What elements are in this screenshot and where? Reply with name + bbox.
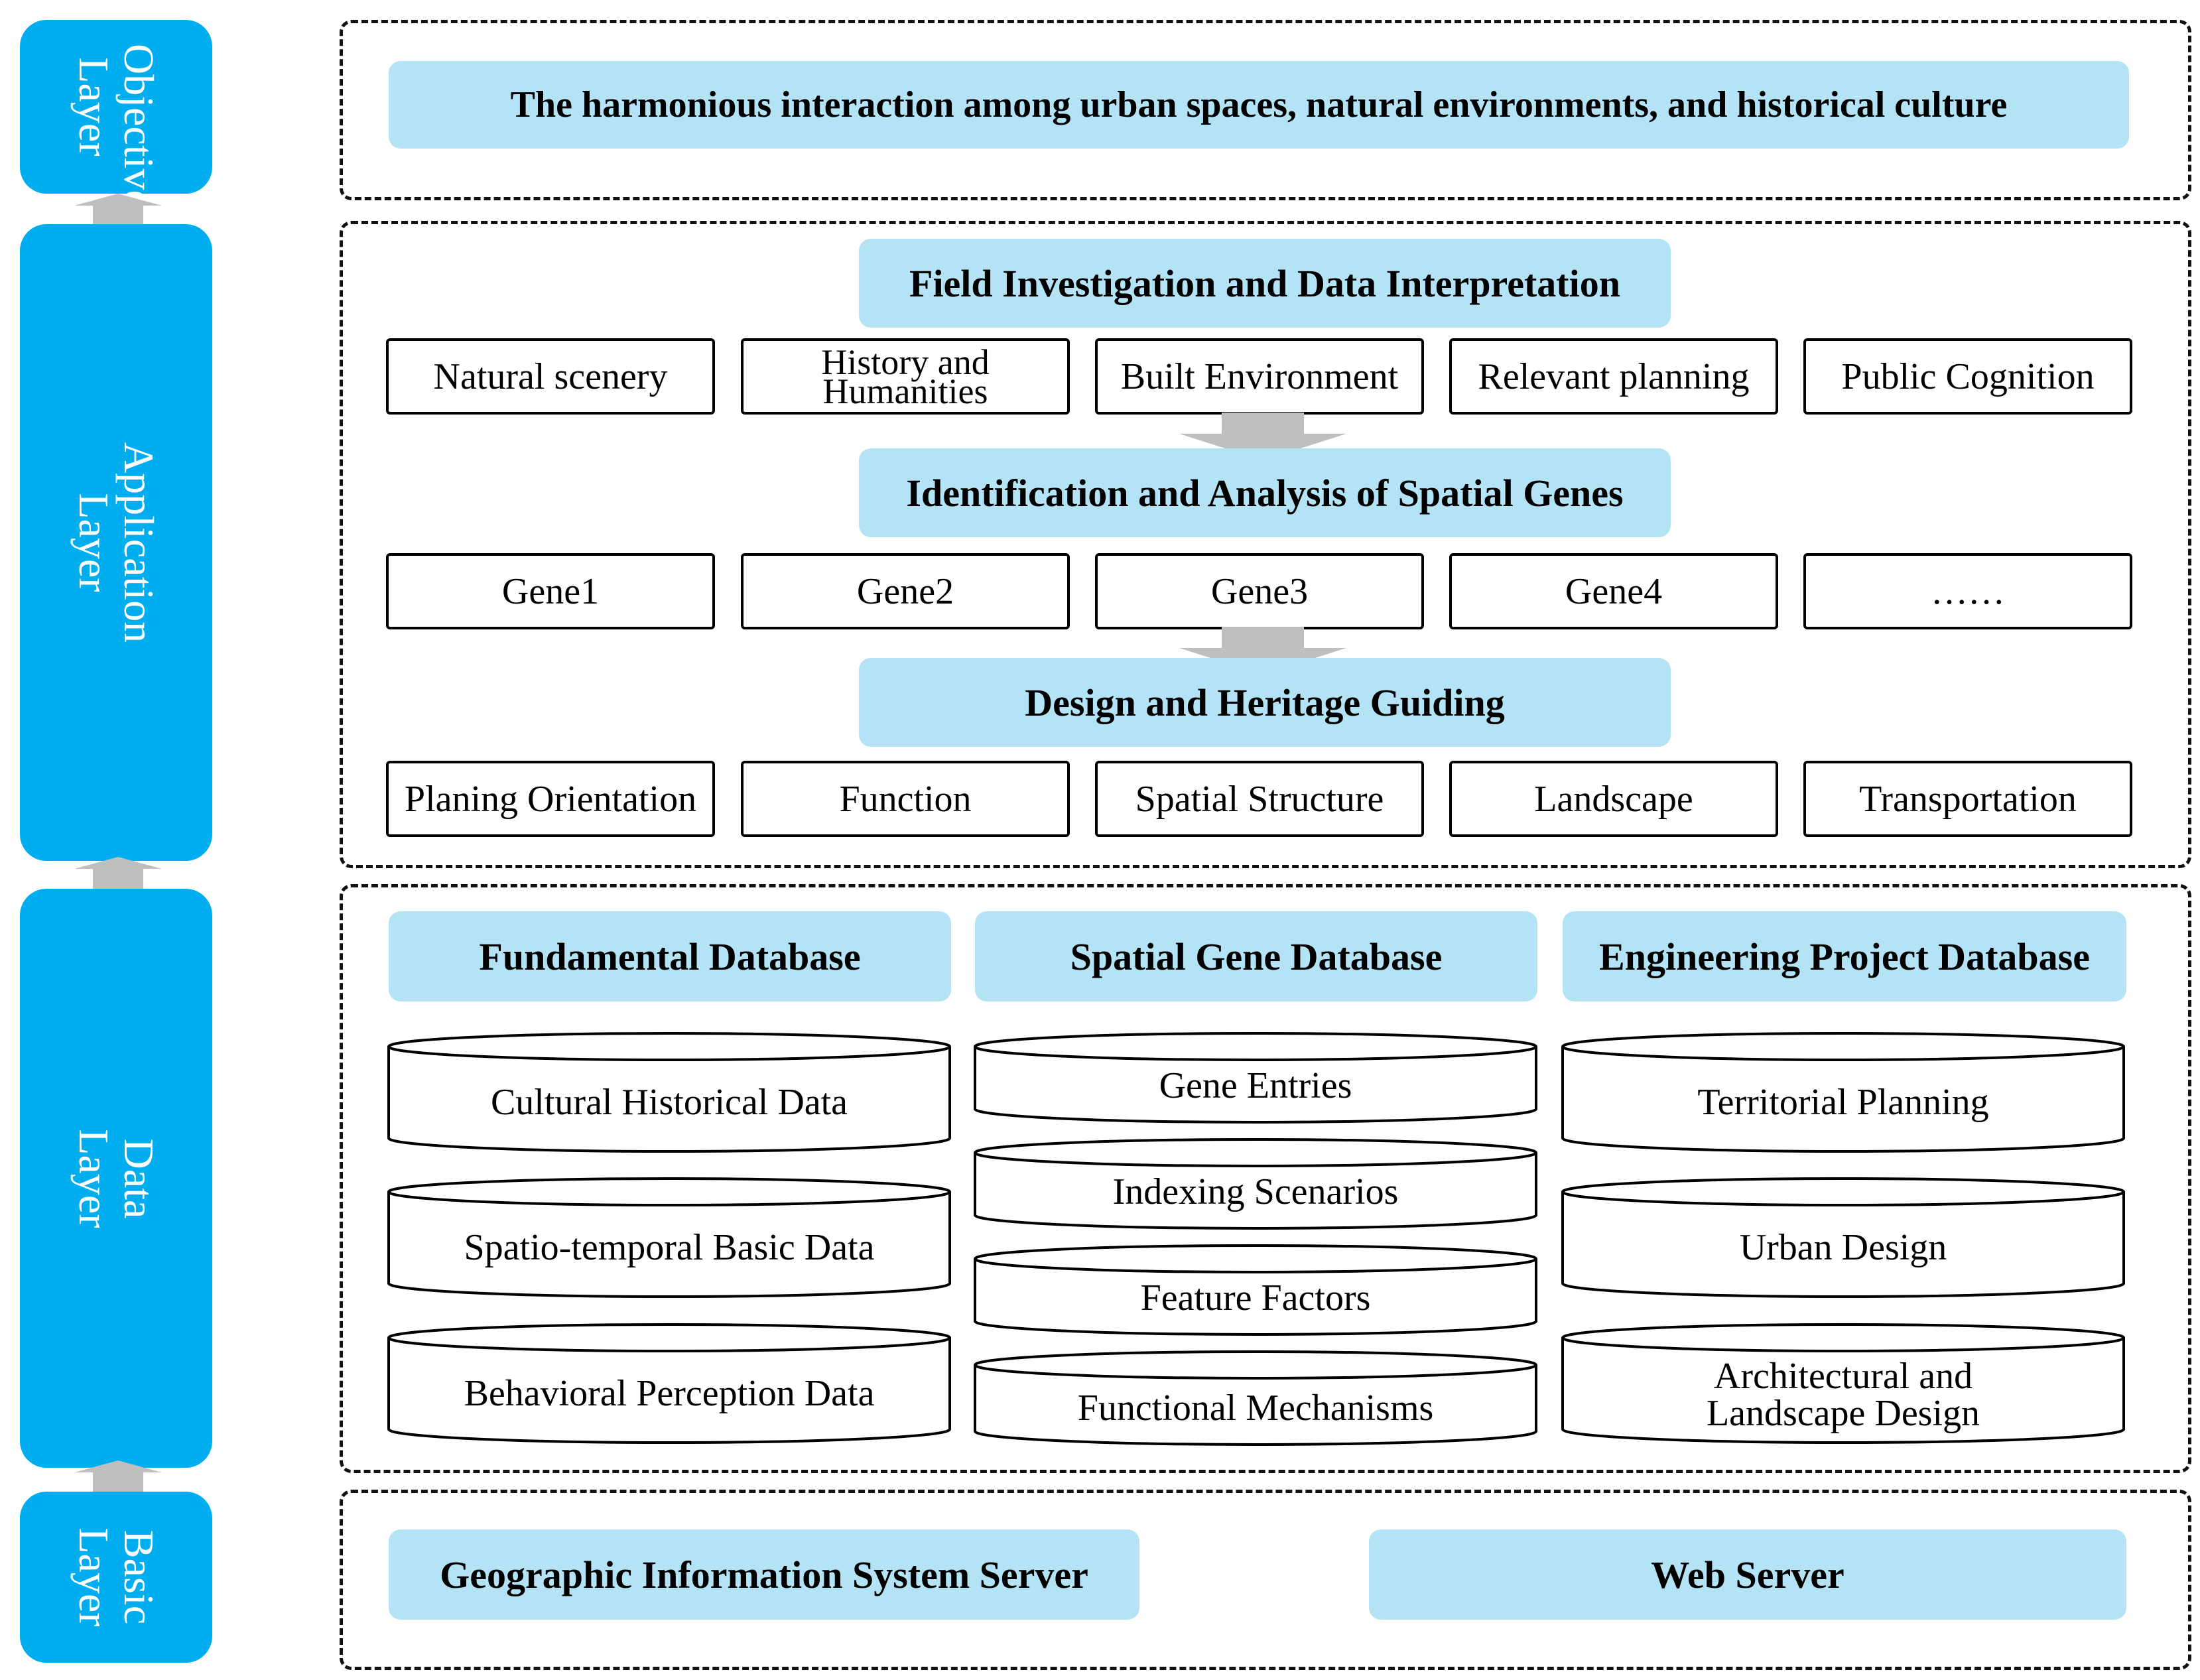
cylinder-label: Architectural and Landscape Design [1561, 1346, 2125, 1444]
item-gene2: Gene2 [741, 553, 1070, 629]
cylinder-label: Spatio-temporal Basic Data [464, 1227, 875, 1268]
basic-panel [340, 1490, 2191, 1670]
item-history-humanities-text: History and Humanities [821, 342, 990, 411]
item-transportation: Transportation [1803, 761, 2132, 837]
item-gene4: Gene4 [1449, 553, 1778, 629]
cylinder-urban-design: Urban Design [1561, 1177, 2125, 1298]
item-landscape: Landscape [1449, 761, 1778, 837]
web-server-box: Web Server [1369, 1529, 2126, 1620]
cylinder-spatio-temporal-data: Spatio-temporal Basic Data [387, 1177, 951, 1298]
data-layer-text: Data Layer [70, 1128, 162, 1228]
cylinder-territorial-planning: Territorial Planning [1561, 1032, 2125, 1153]
cylinder-label: Functional Mechanisms [1077, 1388, 1434, 1429]
item-function: Function [741, 761, 1070, 837]
cylinder-cultural-historical-data: Cultural Historical Data [387, 1032, 951, 1153]
item-public-cognition: Public Cognition [1803, 338, 2132, 415]
up-arrow-icon [74, 1460, 162, 1498]
engineering-project-database-header: Engineering Project Database [1563, 911, 2126, 1002]
cylinder-label-text: Architectural and Landscape Design [1706, 1356, 1980, 1434]
basic-layer-text: Basic Layer [70, 1527, 162, 1627]
item-spatial-structure: Spatial Structure [1095, 761, 1424, 837]
cylinder-label: Indexing Scenarios [1112, 1171, 1399, 1212]
cylinder-label: Behavioral Perception Data [464, 1373, 875, 1414]
down-arrow-icon [1179, 413, 1346, 460]
application-layer-label: Application Layer [20, 224, 212, 861]
up-arrow-icon [74, 857, 162, 894]
spatial-gene-database-header: Spatial Gene Database [975, 911, 1537, 1002]
item-gene-more: …… [1803, 553, 2132, 629]
fundamental-database-header: Fundamental Database [389, 911, 951, 1002]
cylinder-indexing-scenarios: Indexing Scenarios [974, 1138, 1537, 1230]
down-arrow-icon [1179, 627, 1346, 675]
cylinder-behavioral-perception-data: Behavioral Perception Data [387, 1323, 951, 1444]
application-layer-text: Application Layer [70, 442, 162, 643]
objective-layer-label: Objective Layer [20, 20, 212, 209]
objective-goal: The harmonious interaction among urban s… [389, 61, 2129, 149]
cylinder-label: Feature Factors [1140, 1277, 1371, 1319]
item-planing-orientation: Planing Orientation [386, 761, 715, 837]
basic-layer-label: Basic Layer [20, 1492, 212, 1663]
item-natural-scenery: Natural scenery [386, 338, 715, 415]
up-arrow-icon [74, 194, 162, 231]
data-layer-label: Data Layer [20, 889, 212, 1468]
data-panel [340, 884, 2191, 1473]
cylinder-architectural-landscape-design: Architectural and Landscape Design [1561, 1323, 2125, 1444]
cylinder-label: Gene Entries [1159, 1065, 1352, 1106]
item-history-humanities: History and Humanities [741, 338, 1070, 415]
step-field-investigation-header: Field Investigation and Data Interpretat… [859, 239, 1671, 328]
item-relevant-planning: Relevant planning [1449, 338, 1778, 415]
cylinder-feature-factors: Feature Factors [974, 1244, 1537, 1336]
cylinder-label: Territorial Planning [1697, 1082, 1989, 1123]
item-gene3: Gene3 [1095, 553, 1424, 629]
item-gene1: Gene1 [386, 553, 715, 629]
cylinder-gene-entries: Gene Entries [974, 1032, 1537, 1124]
step-design-heritage-header: Design and Heritage Guiding [859, 658, 1671, 747]
cylinder-label: Cultural Historical Data [490, 1082, 848, 1123]
item-built-environment: Built Environment [1095, 338, 1424, 415]
cylinder-label: Urban Design [1739, 1227, 1947, 1268]
objective-panel [340, 20, 2191, 200]
application-panel [340, 221, 2191, 868]
step-identification-header: Identification and Analysis of Spatial G… [859, 448, 1671, 537]
gis-server-box: Geographic Information System Server [389, 1529, 1139, 1620]
cylinder-functional-mechanisms: Functional Mechanisms [974, 1350, 1537, 1446]
objective-layer-text: Objective Layer [70, 44, 162, 209]
